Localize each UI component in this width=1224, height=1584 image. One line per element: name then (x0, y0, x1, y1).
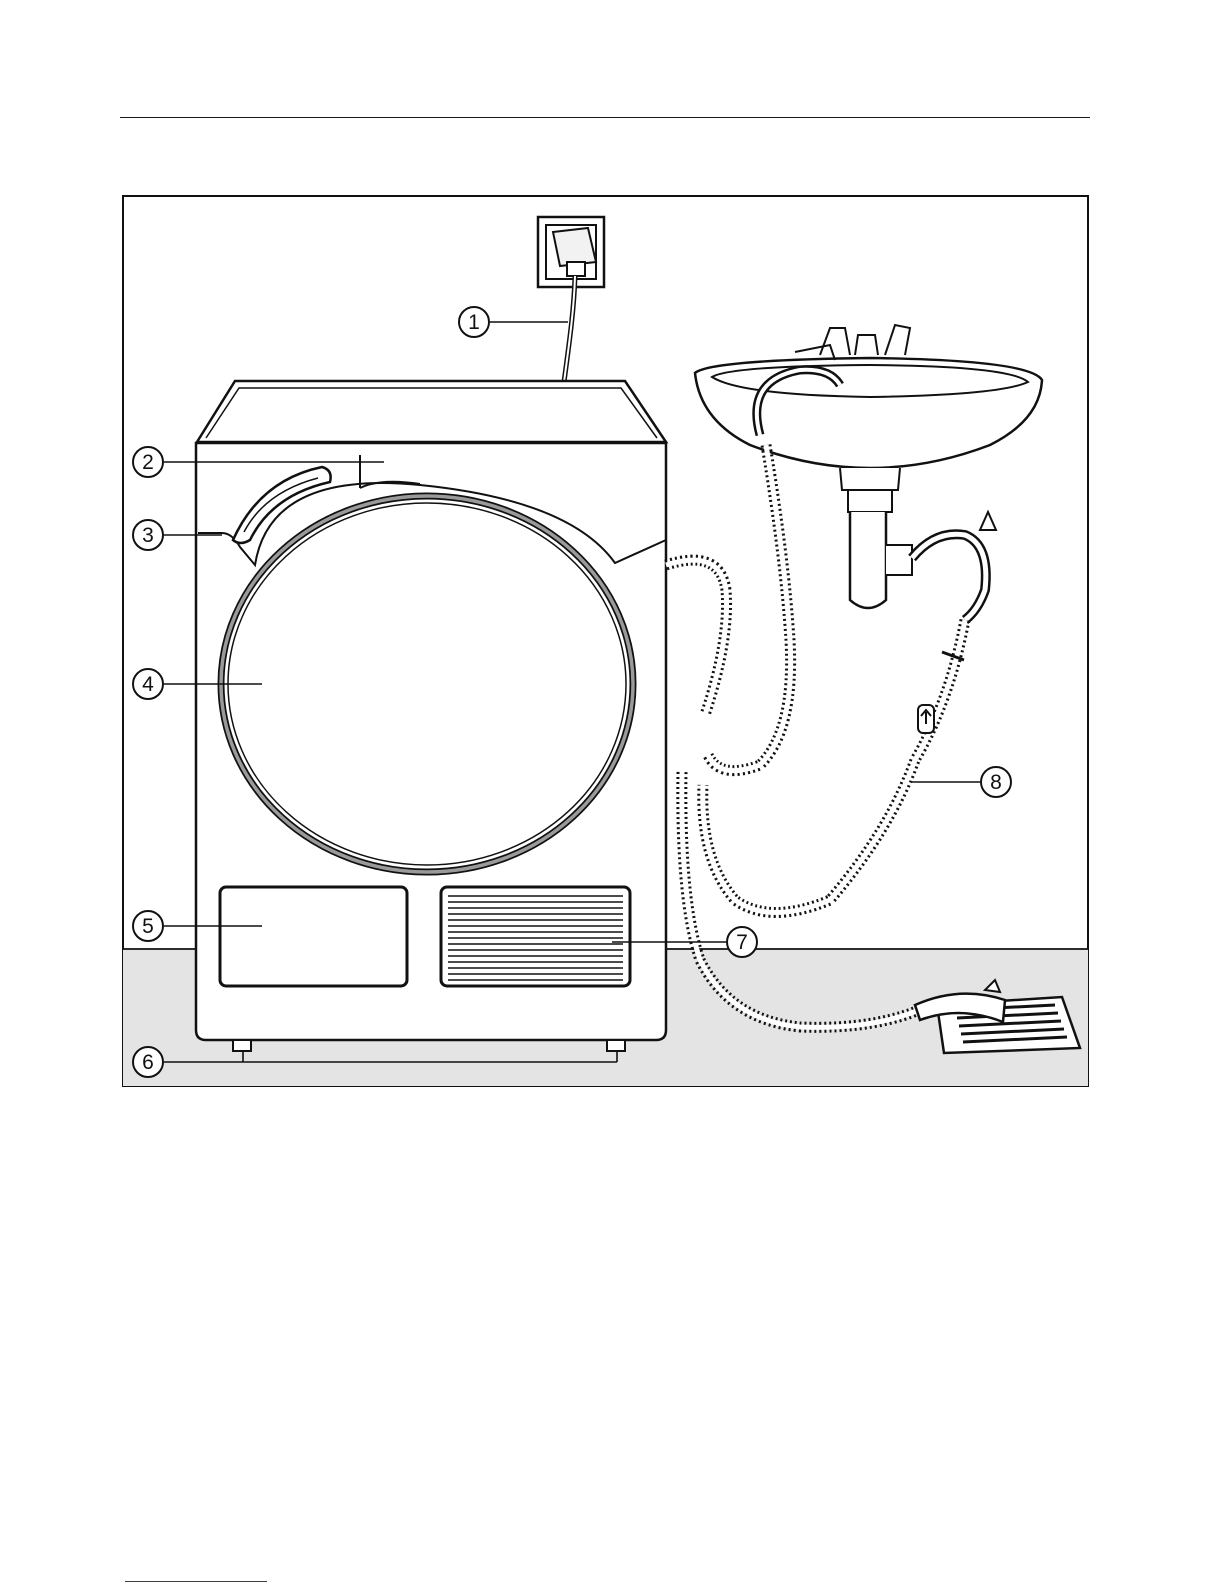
svg-text:7: 7 (736, 931, 748, 954)
svg-text:8: 8 (990, 771, 1002, 794)
svg-text:5: 5 (142, 915, 154, 938)
wall-socket-icon (538, 217, 604, 287)
svg-text:4: 4 (142, 673, 154, 696)
svg-text:1: 1 (468, 311, 480, 334)
svg-text:2: 2 (142, 451, 154, 474)
air-intake-grille (441, 887, 630, 986)
callout-8: 8 (981, 767, 1011, 797)
callout-1: 1 (459, 307, 489, 337)
svg-text:3: 3 (142, 524, 154, 547)
callout-7: 7 (727, 927, 757, 957)
callout-5: 5 (133, 911, 163, 941)
callout-3: 3 (133, 520, 163, 550)
dryer-top (197, 381, 666, 442)
footer-link-underline[interactable] (125, 1581, 267, 1582)
callout-6: 6 (133, 1047, 163, 1077)
svg-text:6: 6 (142, 1051, 154, 1074)
callout-4: 4 (133, 669, 163, 699)
heat-exchanger-flap (220, 887, 407, 986)
callout-2: 2 (133, 447, 163, 477)
